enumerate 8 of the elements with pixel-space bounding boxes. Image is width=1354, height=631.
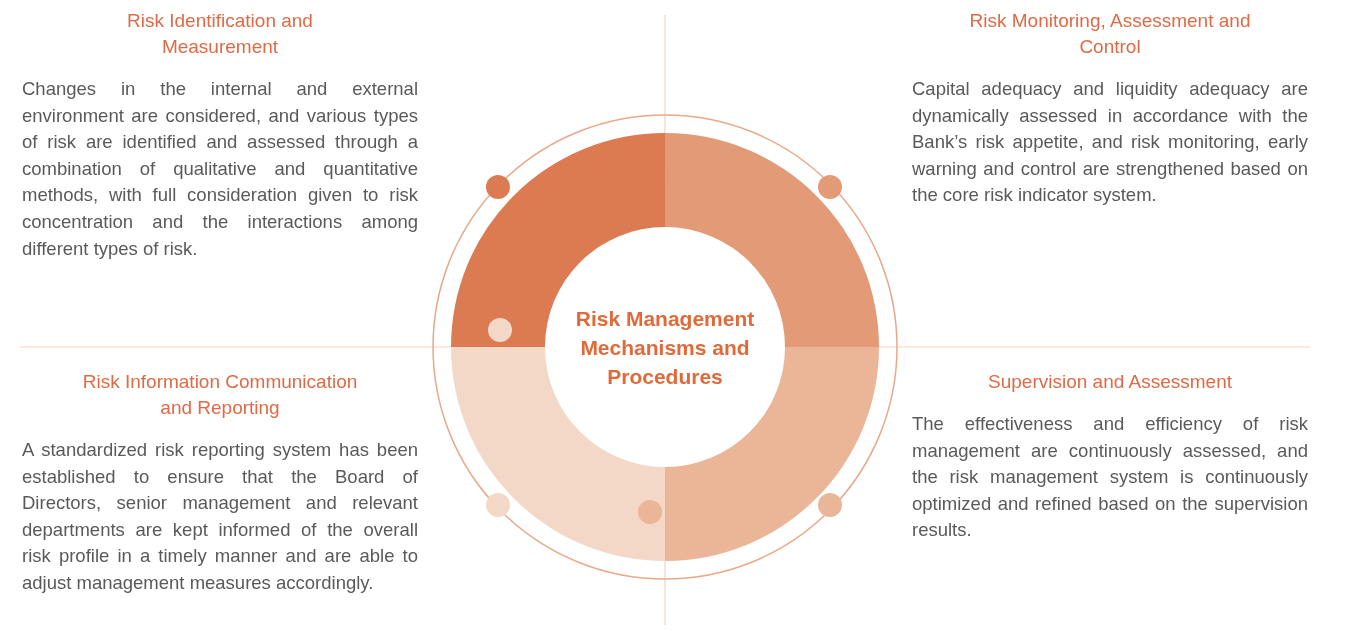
description-text: Changes in the internal and external environment are considered, and various types of risk are identified and assessed through a combination of qualitative and quantitative methods, with full consideration given to risk concentration and the interactions among different types of risk. <box>22 77 418 261</box>
section-heading: Risk Information Communication and Reporting <box>81 370 359 420</box>
description-text: A standardized risk reporting system has been established to ensure that the Board of Directors, senior management and relevant departments are kept informed of the overall risk profile in a timely manner and are able to adjust management measures accordingly. <box>22 438 418 595</box>
description-text: The effectiveness and efficiency of risk management are continuously assessed, and the risk management system is continuously optimized and refined based on the supervision results. <box>912 412 1308 543</box>
section-heading: Risk Identification and Measurement <box>126 9 314 59</box>
section-heading: Supervision and Assessment <box>987 370 1233 394</box>
description-text: Capital adequacy and liquidity adequacy are dynamically assessed in accordance with the Bank’s risk appetite, and risk monitoring, early warning and control are strengthened based on the core risk indicator system. <box>912 77 1308 208</box>
section-heading: Risk Monitoring, Assessment and Control <box>968 9 1252 59</box>
